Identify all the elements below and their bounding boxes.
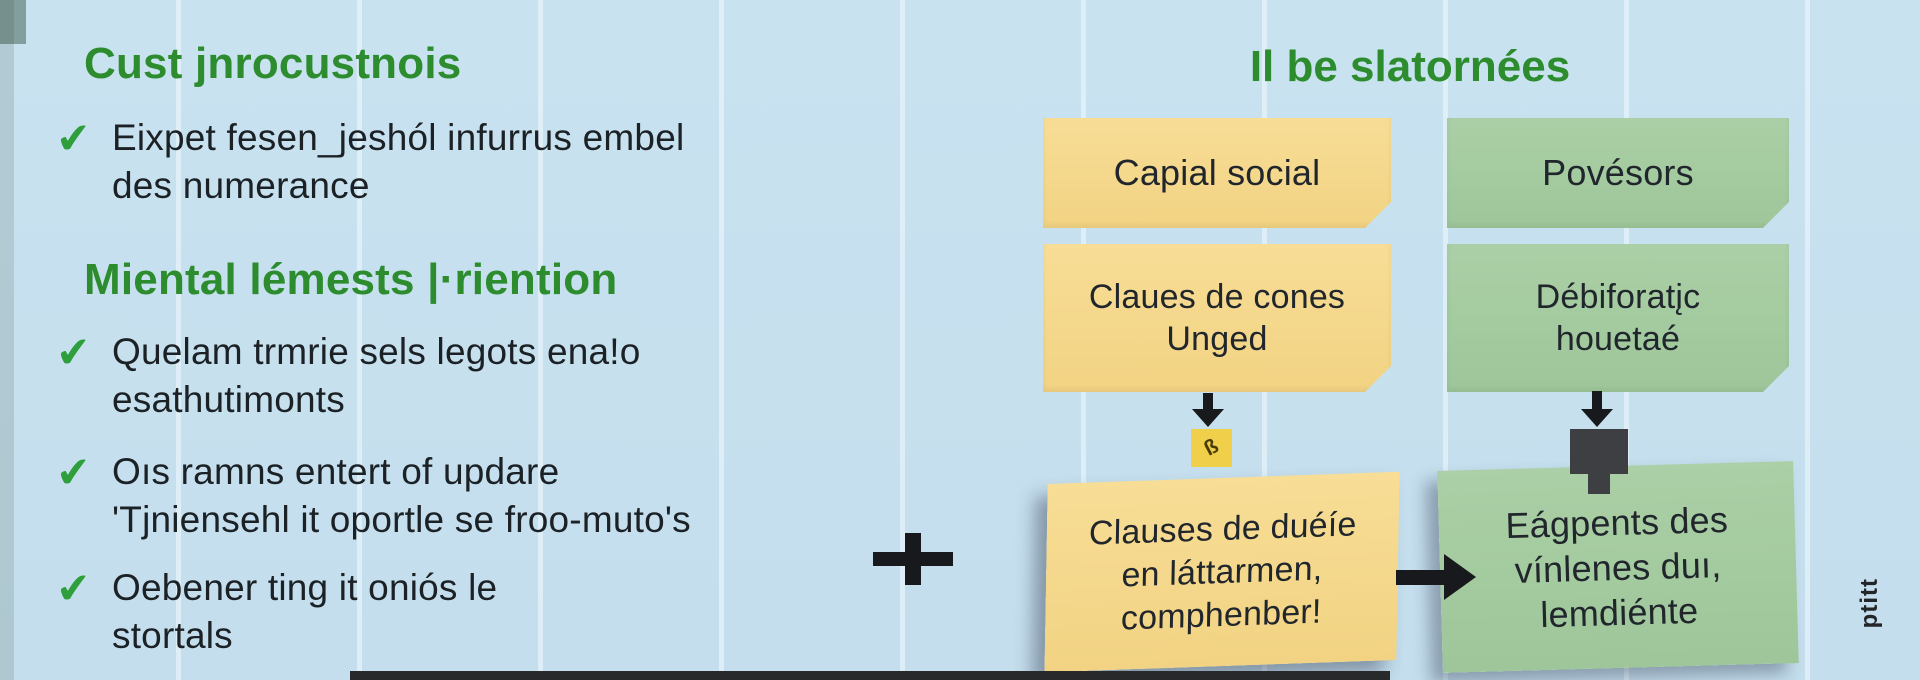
check-icon: ✔ [54,447,93,497]
right-arrow-icon [1444,554,1476,600]
list-item: ✔ Quelam trmrie sels legots ena!o esathu… [54,327,816,424]
box-line: lemdiénte [1539,589,1699,635]
flow-box-povesors: Povésors [1447,118,1789,228]
flow-box-clauses: Clauses de duéíe en láttarmen, comphenbe… [1044,471,1400,673]
check-icon: ✔ [54,113,93,163]
bullet-line: Eixpet fesen_jeshól infurrus embel [112,117,685,158]
top-left-corner-shade [0,0,26,44]
bullet-line: Oebener ting it oniós le [112,567,498,608]
bullet-line: Quelam trmrie sels legots ena!o [112,331,641,372]
right-heading: Il be slatornées [1249,42,1571,91]
box-line: vínlenes duı, [1514,543,1722,591]
box-line: Povésors [1542,152,1694,193]
list-item: ✔ Eixpet fesen_jeshól infurrus embel des… [54,113,816,210]
connector-block [1570,429,1628,474]
down-arrow-icon [1192,409,1224,427]
box-line: en láttarmen, [1121,548,1323,595]
down-arrow-icon [1581,409,1613,427]
right-arrow-icon [1396,570,1444,585]
bullet-line: Oıs ramns entert of updare [112,451,560,492]
bullet-line: 'Tjniensehl it oportle se froo-muto's [112,499,691,540]
box-line: houetaé [1555,320,1681,358]
left-heading-2: Miental lémests |·riention [84,255,618,304]
connector-stub [1588,472,1610,494]
plus-icon [873,533,953,585]
bullet-line: des numerance [112,165,370,206]
stamp-icon: ß [1191,429,1232,467]
box-line: Capial social [1113,152,1321,193]
list-item: ✔ Oebener ting it oniós le stortals [54,563,816,660]
box-line: comphenber! [1120,592,1322,638]
box-line: Claues de cones [1088,278,1346,316]
bullet-line: stortals [112,615,233,656]
left-edge-shade [0,0,14,680]
check-icon: ✔ [54,563,93,613]
box-line: Unged [1166,320,1268,358]
flow-box-capital: Capial social [1043,118,1391,228]
vertical-side-label: ptitt [1856,578,1883,629]
flow-box-eagpents: Eágpents des vínlenes duı, lemdiénte [1437,461,1799,673]
bullet-line: esathutimonts [112,379,345,420]
flow-box-claues: Claues de cones Unged [1043,244,1391,392]
list-item: ✔ Oıs ramns entert of updare 'Tjniensehl… [54,447,816,544]
down-arrow-icon [1592,391,1602,410]
box-line: Débiforatįc [1535,278,1701,316]
down-arrow-icon [1203,393,1213,410]
check-icon: ✔ [54,327,93,377]
left-heading-1: Cust jnrocustnois [84,39,462,88]
box-line: Eágpents des [1504,498,1729,546]
bottom-bar [350,671,1390,680]
flow-box-debiforatic: Débiforatįc houetaé [1447,244,1789,392]
